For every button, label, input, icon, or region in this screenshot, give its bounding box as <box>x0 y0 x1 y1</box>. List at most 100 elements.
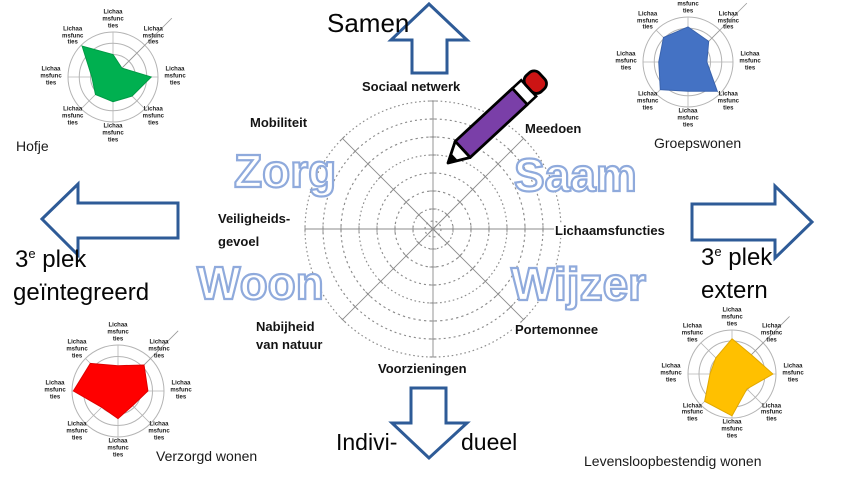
mini-axis-label-line: Lichaa <box>638 11 658 18</box>
mini-axis-label-line: msfunc <box>44 387 66 394</box>
mini-axis-label-line: ties <box>169 80 181 87</box>
center-radar-spoke <box>342 138 434 230</box>
mini-radar-series <box>658 26 718 92</box>
mini-axis-label-line: Lichaa <box>41 66 61 73</box>
center-label-voorzieningen: Voorzieningen <box>377 361 468 376</box>
mini-axis-label-line: msfunc <box>142 33 164 40</box>
center-radar-tick <box>520 316 527 323</box>
down-arrow-label-right: dueel <box>461 429 518 455</box>
wordart-wijzer: Wijzer <box>511 258 646 310</box>
mini-axis-label-line: Lichaa <box>108 438 128 445</box>
mini-axis-label-line: msfunc <box>142 113 164 120</box>
mini-axis-label-line: Lichaa <box>165 66 185 73</box>
caption-verzorgd-wonen: Verzorgd wonen <box>156 448 258 464</box>
mini-axis-label-line: msfunc <box>760 330 783 337</box>
center-radar-tick <box>469 186 476 193</box>
center-radar-tick <box>390 186 397 193</box>
mini-axis-label-line: msfunc <box>637 18 659 25</box>
center-radar-tick <box>403 253 409 259</box>
mini-axis-label-line: Lichaa <box>171 380 191 387</box>
mini-axis-label-line: msfunc <box>681 330 704 337</box>
mini-radar-series <box>72 362 149 420</box>
mini-axis-label-line: ties <box>71 353 83 360</box>
mini-axis-label-line: msfunc <box>66 428 88 435</box>
mini-axis-label-line: msfunc <box>721 426 743 433</box>
mini-axis-label-line: Lichaa <box>762 324 782 331</box>
mini-axis-label-line: msfunc <box>739 58 761 65</box>
mini-axis-label-line: Lichaa <box>143 106 163 113</box>
center-radar-tick <box>390 265 397 272</box>
center-radar-tick <box>339 316 346 323</box>
mini-axis-label-line: msfunc <box>148 428 170 435</box>
center-radar-tick <box>444 240 450 246</box>
center-radar-tick <box>482 278 489 285</box>
mini-axis-label-line: ties <box>787 377 799 384</box>
left-arrow-label-line1: 3e plek <box>15 246 86 274</box>
mini-axis-label-line: Lichaa <box>740 51 760 58</box>
left-arrow-label-sup: e <box>28 246 36 261</box>
caption-groepswonen: Groepswonen <box>654 135 742 151</box>
mini-radar-Verzorgd wonen <box>71 330 179 438</box>
center-label-veiligheidsgevoel: Veiligheids- gevoel <box>217 207 292 253</box>
mini-axis-label-line: msfunc <box>170 387 192 394</box>
mini-axis-label-line: Lichaa <box>63 106 83 113</box>
mini-axis-label-line: ties <box>687 337 698 344</box>
mini-axis-label-line: msfunc <box>721 314 743 321</box>
mini-axis-label-line: msfunc <box>717 18 739 25</box>
left-arrow-label-line2: geïntegreerd <box>13 279 150 306</box>
mini-axis-label-line: msfunc <box>62 113 84 120</box>
mini-axis-label-line: msfunc <box>677 1 699 8</box>
mini-axis-label-line: ties <box>107 137 119 144</box>
mini-axis-label-line: msfunc <box>102 130 124 137</box>
mini-axis-label-line: msfunc <box>660 370 682 377</box>
center-radar-tick <box>507 148 514 155</box>
wordart-woon: Woon <box>197 257 324 309</box>
right-arrow-label-num: 3 <box>701 244 715 271</box>
up-arrow-label: Samen <box>327 8 410 38</box>
mini-axis-label-line: ties <box>45 80 57 87</box>
mini-axis-label-line: Lichaa <box>638 91 658 98</box>
center-radar-tick <box>457 253 463 259</box>
mini-axis-label-line: msfunc <box>102 16 124 23</box>
mini-axis-label-line: msfunc <box>66 346 88 353</box>
mini-axis-label-line: ties <box>766 417 777 424</box>
mini-axis-label-line: Lichaa <box>149 339 169 346</box>
center-radar-spoke <box>342 228 434 320</box>
mini-axis-label-line: msfunc <box>717 98 739 105</box>
mini-axis-label-line: ties <box>766 337 777 344</box>
wordart-saam: Saam <box>514 149 637 201</box>
center-radar-grid <box>304 100 562 358</box>
caption-levensloopbestendig-wonen: Levensloopbestendig wonen <box>584 453 762 469</box>
mini-axis-label-line: Lichaa <box>67 339 87 346</box>
right-arrow-label-sup: e <box>714 244 722 259</box>
mini-axis-label-line: msfunc <box>40 73 62 80</box>
center-label-sociaal-netwerk: Sociaal netwerk <box>361 79 462 94</box>
center-radar-tick <box>507 303 514 310</box>
center-radar-tick <box>339 135 346 142</box>
center-radar-tick <box>365 291 371 297</box>
center-radar-tick <box>416 212 422 218</box>
mini-axis-label-line: Lichaa <box>682 403 702 410</box>
center-radar-tick <box>365 161 371 167</box>
center-radar-tick <box>403 199 409 205</box>
mini-radar-Groepswonen <box>642 2 748 108</box>
left-arrow-label-num: 3 <box>15 246 29 273</box>
mini-axis-label-line: msfunc <box>760 410 783 417</box>
